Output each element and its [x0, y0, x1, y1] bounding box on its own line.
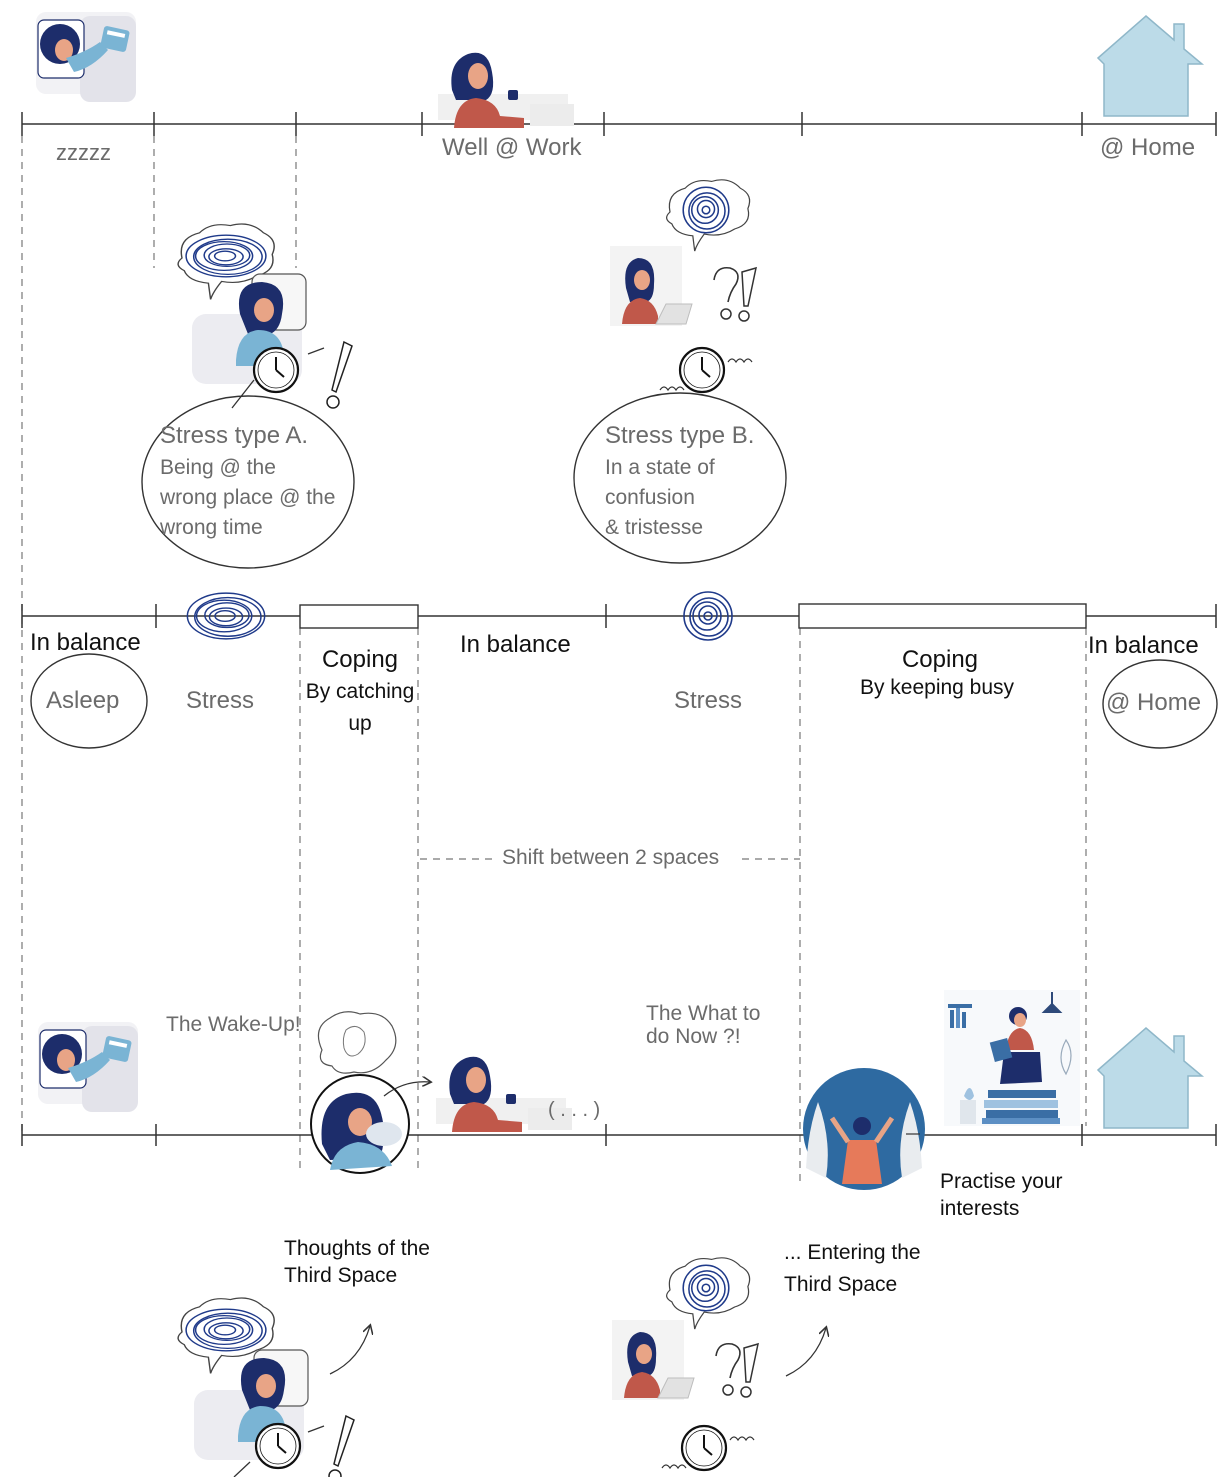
clock-icon: [252, 346, 300, 394]
coping-bar-2: [798, 603, 1087, 629]
wake-up-label: The Wake-Up!: [166, 1013, 301, 1036]
segment-7-title: In balance: [1088, 632, 1199, 659]
confused-woman-laptop-illustration: [609, 245, 693, 327]
pointer-line: [231, 379, 255, 409]
segment-6-title: Coping: [901, 646, 979, 673]
clock-icon: [254, 1422, 302, 1470]
waking-woman-circle: [310, 1074, 410, 1174]
home-ellipse: [1102, 659, 1218, 749]
stress-a-title: Stress type A.: [160, 422, 309, 449]
entering-third-space-label: ... Entering the Third Space: [784, 1241, 921, 1296]
arrow-icon: [329, 1326, 370, 1375]
arrow-icon: [383, 1082, 430, 1097]
asleep-ellipse: [30, 653, 148, 749]
segment-7-sub: @ Home: [1106, 689, 1202, 716]
shift-label: Shift between 2 spaces: [502, 846, 720, 869]
house-icon: [1097, 1027, 1203, 1129]
ellipsis-label: ( . . . ): [548, 1099, 601, 1121]
question-exclamation-icon: [715, 1342, 759, 1398]
segment-3-sub: By catching up: [305, 680, 415, 735]
pointer-line: [233, 1461, 251, 1477]
practise-label: Practise your interests: [940, 1170, 1063, 1220]
segment-4-title: In balance: [460, 631, 571, 658]
bottom-illustrations: [37, 990, 1203, 1190]
stress-b-text: In a state of confusion & tristesse: [605, 456, 715, 539]
arrow-icon: [785, 1328, 826, 1377]
stress-b-illustration: [573, 179, 787, 564]
timeline-bottom: [21, 1124, 1217, 1146]
segment-3-title: Coping: [321, 646, 399, 673]
exclamation-icon: [326, 341, 353, 409]
house-icon: [1097, 15, 1203, 117]
segment-1-title: In balance: [30, 629, 141, 656]
segment-5-sub: Stress: [674, 687, 743, 714]
timeline-mid: [21, 591, 1218, 749]
segment-2-sub: Stress: [186, 687, 255, 714]
guides-dashed: [21, 136, 1087, 1186]
coping-bar-1: [299, 604, 419, 629]
stress-a-illustration: [141, 223, 355, 569]
segment-6-sub: By keeping busy: [859, 676, 1015, 699]
what-now-label: The What to do Now ?!: [646, 1002, 761, 1048]
sleeping-woman-illustration: [37, 1021, 139, 1113]
label-well-at-work: Well @ Work: [442, 134, 582, 161]
bottom-notes-illustrations: [177, 1257, 826, 1477]
exclamation-icon: [328, 1415, 355, 1477]
reading-woman-illustration: [944, 990, 1080, 1126]
clock-icon: [678, 346, 726, 394]
stress-a-text: Being @ the wrong place @ the wrong time: [160, 456, 336, 539]
timeline-top: [21, 112, 1217, 136]
segment-1-sub: Asleep: [46, 687, 120, 714]
thought-bubble-icon: [317, 1011, 397, 1074]
label-at-home: @ Home: [1100, 134, 1196, 161]
label-zzzzz: zzzzz: [56, 140, 111, 165]
stress-b-ellipse: [573, 392, 787, 564]
spring-icon: [661, 1464, 687, 1470]
motion-mark: [307, 347, 325, 355]
stress-b-title: Stress type B.: [605, 422, 755, 449]
clock-icon: [680, 1424, 728, 1472]
window-woman-circle: [803, 1068, 925, 1190]
thoughts-third-space-label: Thoughts of the Third Space: [284, 1237, 430, 1287]
sleeping-woman-illustration: [35, 11, 137, 103]
thought-bubble-icon: [666, 1257, 751, 1330]
spring-icon: [659, 386, 685, 392]
woman-at-work-illustration: [438, 52, 574, 128]
thought-bubble-icon: [666, 179, 751, 252]
motion-mark: [307, 1425, 325, 1433]
spring-icon: [727, 358, 753, 364]
stress-a-ellipse: [141, 395, 355, 569]
question-exclamation-icon: [713, 266, 757, 322]
confused-woman-laptop-illustration: [611, 1319, 695, 1401]
spring-icon: [729, 1436, 755, 1442]
top-illustrations: [35, 11, 1203, 128]
sketch-woman-icon: [342, 1026, 366, 1057]
